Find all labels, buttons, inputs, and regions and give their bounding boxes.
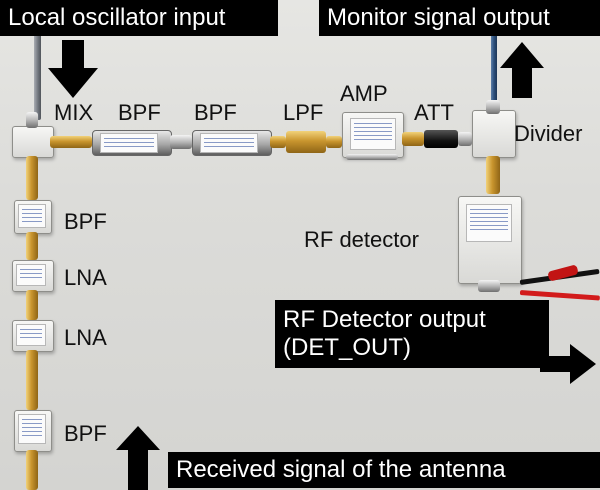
arrow-up-icon — [116, 426, 160, 490]
label-att: ATT — [414, 100, 454, 125]
label-mix: MIX — [54, 100, 94, 125]
divider-connector-top — [486, 100, 500, 114]
connector-lpf-amp — [326, 136, 342, 148]
amp-mount-plate — [346, 154, 398, 160]
label-lna-2: LNA — [64, 325, 107, 350]
callout-rf-detector-output-line1: RF Detector output — [283, 306, 486, 333]
arrow-right-icon — [540, 344, 596, 384]
connector-lna1-lna2 — [26, 290, 38, 320]
mixer-connector-top — [26, 112, 38, 128]
mixer-module — [12, 126, 54, 158]
connector-mix-bpf-left — [26, 156, 38, 200]
antenna-input-connector — [26, 450, 38, 490]
connector-amp-att — [402, 132, 424, 146]
lna-1-sticker — [16, 264, 46, 286]
att-attenuator — [424, 130, 458, 148]
callout-monitor-signal-output: Monitor signal output — [319, 0, 600, 36]
connector-bpf2-lpf — [270, 136, 286, 148]
bpf-left-2-sticker — [18, 414, 46, 444]
callout-received-signal: Received signal of the antenna — [168, 452, 600, 488]
bpf-left-1-sticker — [18, 204, 46, 228]
rf-detector-output-connector — [478, 280, 500, 292]
rf-detector-sticker — [466, 204, 512, 242]
connector-bpf1-bpf2 — [170, 135, 192, 149]
monitor-output-cable — [491, 0, 497, 112]
arrow-down-icon — [48, 40, 98, 98]
arrow-up-icon — [500, 42, 544, 98]
bpf-top-1-sticker — [100, 133, 158, 153]
lna-2-sticker — [16, 324, 46, 346]
amp-sticker — [350, 118, 396, 150]
connector-mix-bpf — [50, 136, 92, 148]
label-bpf-top-1: BPF — [118, 100, 161, 125]
connector-bpf-lna1 — [26, 232, 38, 260]
label-bpf-left-2: BPF — [64, 421, 107, 446]
callout-local-oscillator-input: Local oscillator input — [0, 0, 278, 36]
bpf-top-2-sticker — [200, 133, 258, 153]
callout-rf-detector-output-line2: (DET_OUT) — [283, 334, 411, 361]
label-amp: AMP — [340, 81, 388, 106]
label-bpf-top-2: BPF — [194, 100, 237, 125]
connector-att-divider — [458, 132, 472, 146]
label-divider: Divider — [514, 121, 583, 146]
label-lpf: LPF — [283, 100, 324, 125]
probe-tip-red — [547, 264, 579, 282]
lo-input-cable — [34, 0, 41, 120]
divider-module — [472, 110, 516, 158]
connector-lna2-bpf — [26, 350, 38, 410]
label-bpf-left-1: BPF — [64, 209, 107, 234]
lpf-filter — [286, 131, 326, 153]
callout-rf-detector-output: RF Detector output (DET_OUT) — [275, 300, 549, 368]
label-rf-detector: RF detector — [304, 227, 419, 252]
probe-wire-red — [519, 290, 600, 301]
connector-divider-detector — [486, 156, 500, 194]
label-lna-1: LNA — [64, 265, 107, 290]
